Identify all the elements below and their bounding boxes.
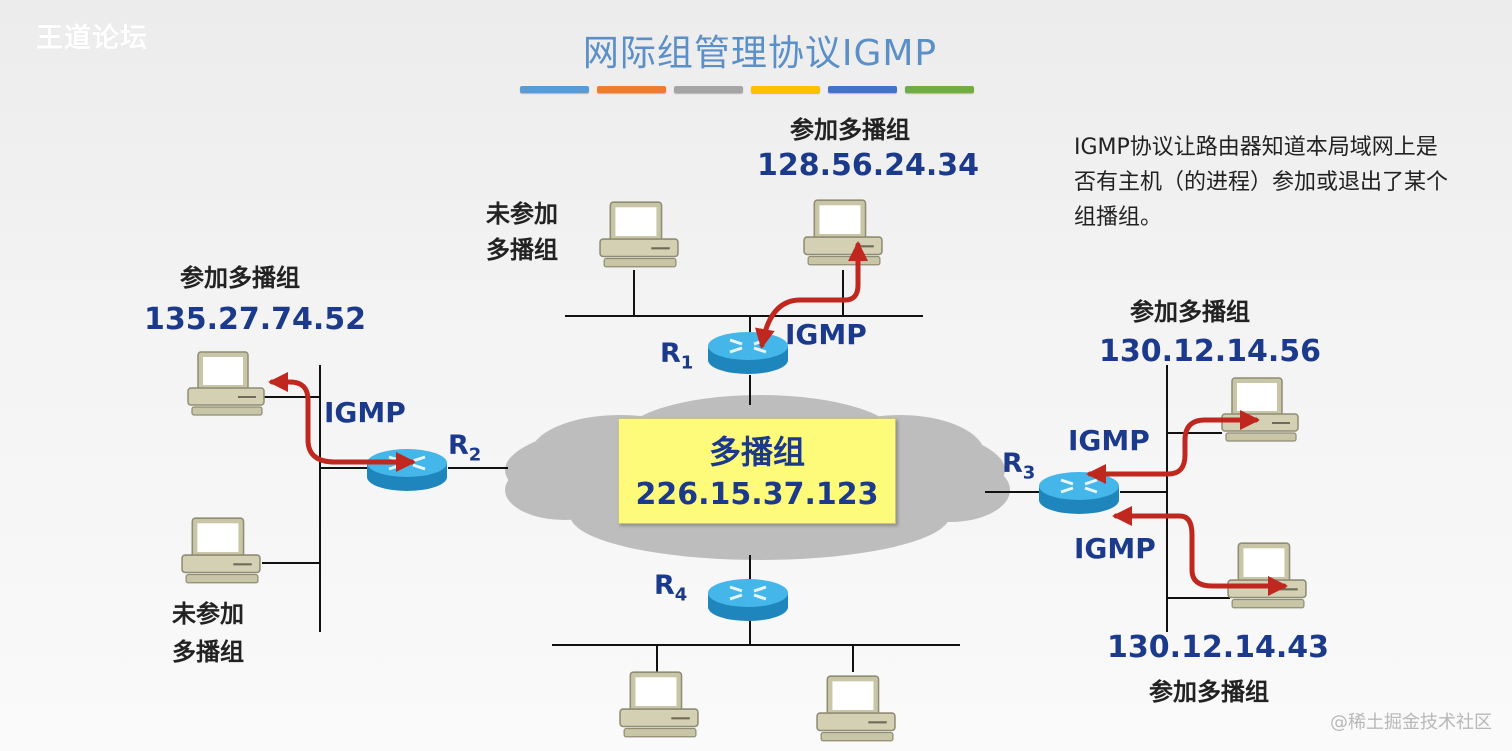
slide-title: 网际组管理协议IGMP (582, 33, 938, 74)
host-status-left-not-joined-line1: 未参加 (172, 600, 244, 628)
underline-bar (597, 86, 666, 93)
igmp-label-r3-bottom: IGMP (1074, 532, 1156, 565)
igmp-description: IGMP协议让路由器知道本局域网上是否有主机（的进程）参加或退出了某个组播组。 (1074, 135, 1449, 230)
forum-logo: 王道论坛 (36, 23, 148, 54)
router-r1[interactable] (706, 330, 790, 376)
igmp-arrow-r3-bottom (1112, 506, 1288, 596)
router-r2[interactable] (365, 447, 449, 493)
igmp-arrow-r2 (268, 372, 416, 472)
host-computer-left-joined[interactable] (187, 351, 265, 416)
multicast-group-label: 多播组 (708, 433, 805, 471)
host-status-top-not-joined-line1: 未参加 (486, 200, 558, 228)
host-status-left-not-joined-line2: 多播组 (172, 638, 244, 666)
host-computer-top-joined[interactable] (803, 199, 883, 266)
underline-bar (520, 86, 589, 93)
underline-bar (751, 86, 820, 93)
underline-bar (905, 86, 974, 93)
router-label-r3: R3 (1002, 448, 1036, 484)
watermark: @稀土掘金技术社区 (1330, 712, 1492, 733)
underline-bar (828, 86, 897, 93)
router-label-r4: R4 (654, 570, 688, 606)
igmp-arrow-r3-top (1086, 410, 1260, 484)
igmp-label-r2: IGMP (324, 396, 406, 429)
host-computer-bottom-1[interactable] (619, 671, 699, 738)
host-computer-right-top-joined[interactable] (1220, 376, 1300, 443)
host-status-left-joined: 参加多播组 (180, 264, 300, 292)
igmp-label-r1: IGMP (785, 318, 867, 351)
multicast-group-box: 多播组 226.15.37.123 (618, 418, 896, 524)
host-status-right-top-joined: 参加多播组 (1130, 298, 1250, 326)
multicast-group-address: 226.15.37.123 (635, 477, 879, 512)
host-status-top-joined: 参加多播组 (790, 116, 910, 144)
router-r4[interactable] (706, 577, 790, 623)
title-underline-bars (520, 86, 974, 93)
igmp-label-r3-top: IGMP (1068, 424, 1150, 457)
router-label-r1: R1 (660, 338, 694, 374)
host-computer-left-not-joined[interactable] (181, 517, 261, 584)
host-status-top-not-joined-line2: 多播组 (486, 236, 558, 264)
igmp-arrow-r1 (754, 241, 868, 349)
host-computer-bottom-2[interactable] (816, 675, 896, 742)
host-computer-right-bottom-joined[interactable] (1226, 542, 1308, 609)
router-label-r2: R2 (448, 430, 482, 466)
host-status-right-bottom-joined: 参加多播组 (1149, 678, 1269, 706)
host-computer-top-not-joined[interactable] (599, 201, 679, 268)
host-ip-top-joined: 128.56.24.34 (757, 148, 980, 183)
host-ip-left-joined: 135.27.74.52 (144, 302, 367, 337)
router-r3[interactable] (1037, 470, 1121, 516)
underline-bar (674, 86, 743, 93)
host-ip-right-bottom-joined: 130.12.14.43 (1107, 630, 1330, 665)
host-ip-right-top-joined: 130.12.14.56 (1099, 334, 1322, 369)
